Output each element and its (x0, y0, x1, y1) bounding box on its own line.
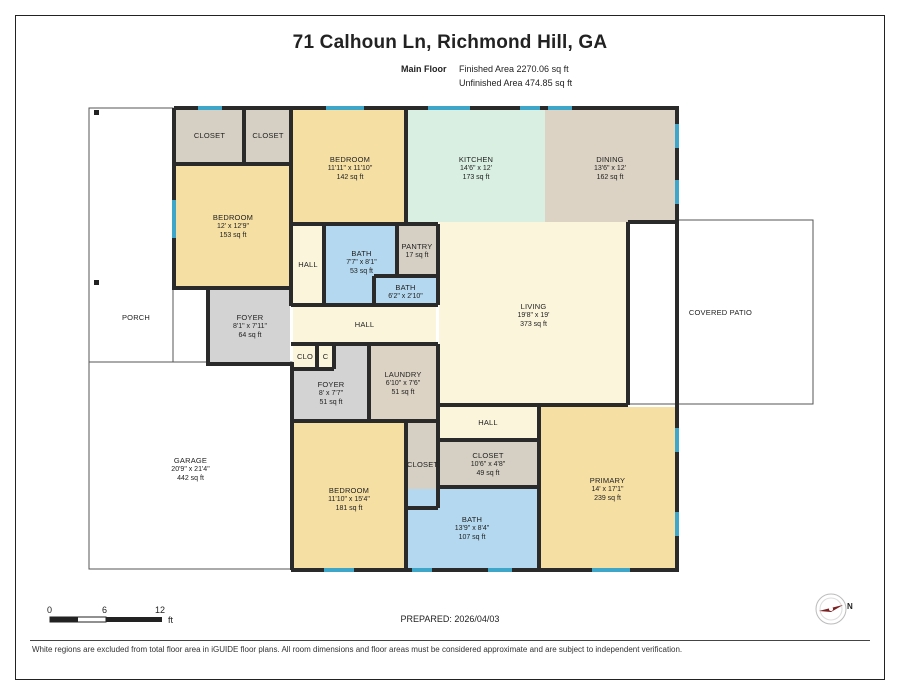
living-room (439, 222, 628, 404)
bedroom-nw-room (176, 166, 290, 288)
finished-area: Finished Area 2270.06 sq ft (459, 64, 569, 74)
primary-room (540, 407, 675, 569)
patio-region (627, 219, 814, 405)
laundry-room (370, 346, 436, 420)
scale-tick-12: 12 (155, 605, 166, 615)
scale-tick-0: 0 (47, 605, 53, 615)
page-title: 71 Calhoun Ln, Richmond Hill, GA (292, 32, 608, 53)
garage-region (88, 361, 293, 570)
closet1-room (176, 110, 243, 163)
page-frame (15, 15, 885, 680)
walls (172, 106, 679, 572)
footer-divider (30, 640, 870, 641)
scale-tick-6: 6 (102, 605, 108, 615)
hall-c-room (439, 407, 537, 439)
room-hall-c: HALL (478, 418, 498, 427)
footer-disclaimer: White regions are excluded from total fl… (32, 645, 683, 654)
compass-icon (815, 593, 847, 625)
room-closet1: CLOSET (193, 131, 226, 140)
room-clo: CLO (296, 352, 314, 361)
windows (172, 106, 679, 572)
dining-room (545, 110, 675, 222)
room-c: C (322, 352, 329, 361)
room-covered-patio: COVERED PATIO (688, 308, 753, 317)
scale-unit: ft (168, 615, 174, 625)
room-closet3: CLOSET (407, 460, 439, 469)
compass-label: N (847, 602, 853, 611)
bath-b-room (375, 277, 436, 303)
room-hall-a: HALL (298, 260, 318, 269)
floor-label: Main Floor (401, 64, 447, 74)
bedroom-s-room (293, 423, 405, 569)
closet2-room (246, 110, 290, 163)
scale-bar (49, 616, 162, 623)
unfinished-area: Unfinished Area 474.85 sq ft (459, 78, 573, 88)
room-closet2: CLOSET (252, 131, 284, 140)
bedroom-n-room (293, 110, 407, 222)
closet4-room (439, 442, 537, 486)
pantry-room (398, 225, 436, 274)
hall-b-room (293, 306, 436, 343)
bath-c-room (407, 489, 537, 569)
room-porch: PORCH (121, 313, 151, 322)
room-hall-b: HALL (354, 320, 375, 329)
hall-a-room (293, 225, 323, 303)
kitchen-room (407, 110, 545, 222)
prepared-date: PREPARED: 2026/04/03 (400, 614, 500, 624)
foyer1-room (210, 288, 290, 362)
porch-region (88, 107, 174, 363)
